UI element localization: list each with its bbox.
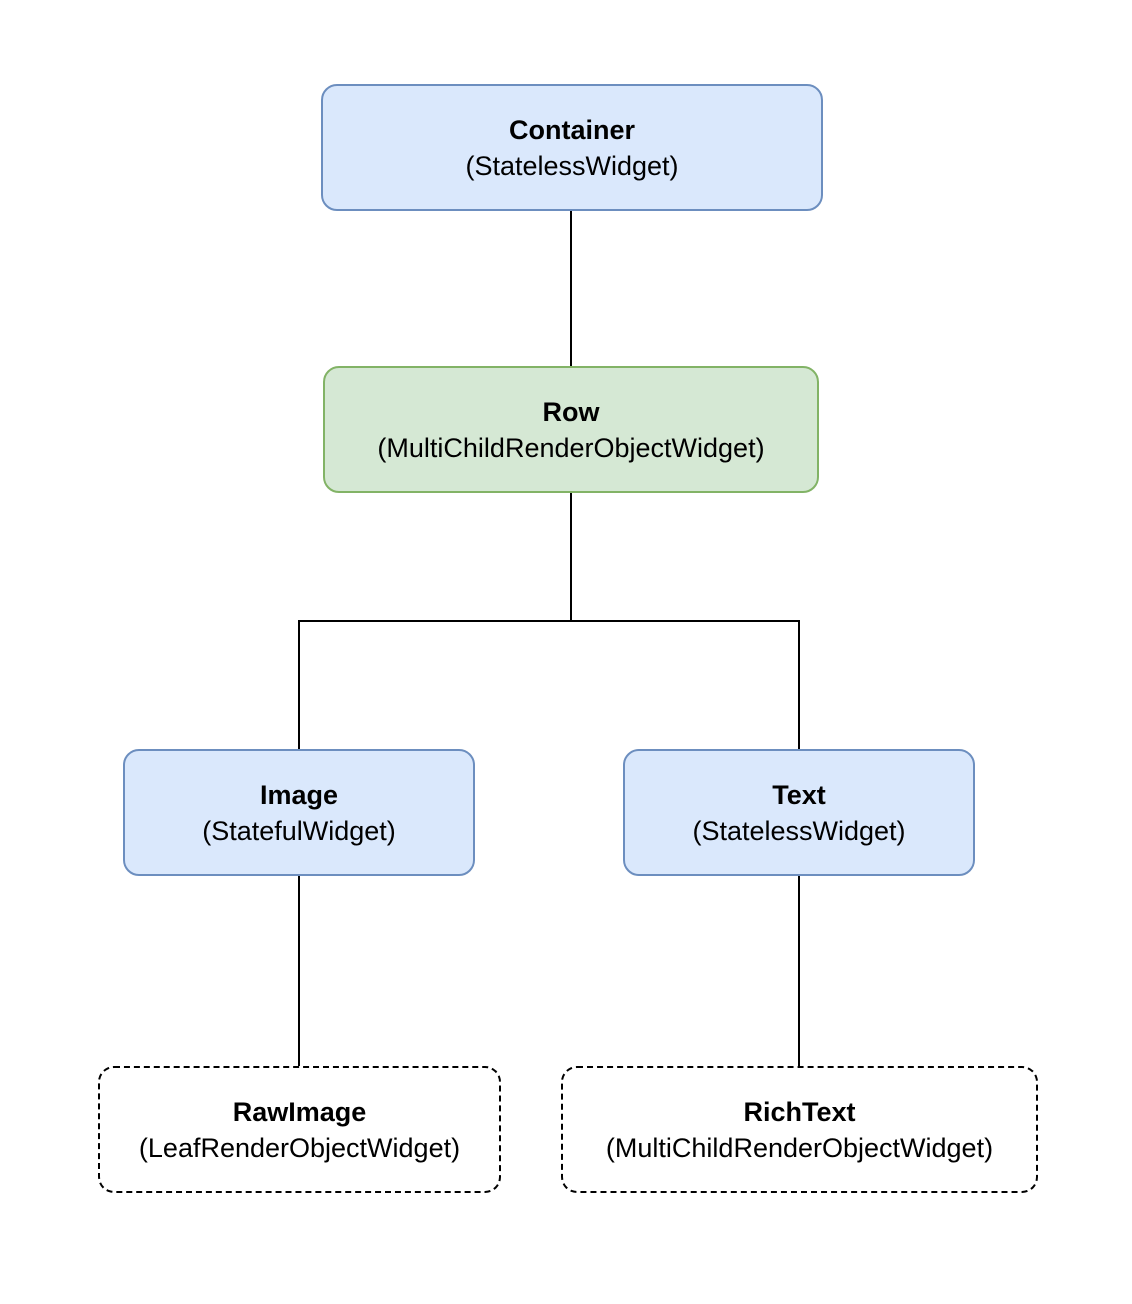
node-row-title: Row [542,396,600,427]
node-container: Container (StatelessWidget) [321,84,823,211]
node-rawimage-type: (LeafRenderObjectWidget) [138,1132,461,1163]
node-row-type: (MultiChildRenderObjectWidget) [377,432,765,463]
node-richtext: RichText (MultiChildRenderObjectWidget) [561,1066,1038,1193]
edge-row-text [571,620,800,749]
node-row: Row (MultiChildRenderObjectWidget) [323,366,819,493]
node-image-type: (StatefulWidget) [202,815,396,846]
node-image: Image (StatefulWidget) [123,749,475,876]
node-text-type: (StatelessWidget) [692,815,906,846]
node-text: Text (StatelessWidget) [623,749,975,876]
node-container-title: Container [508,114,635,145]
node-text-title: Text [772,779,826,810]
node-image-title: Image [259,779,339,810]
node-rawimage: RawImage (LeafRenderObjectWidget) [98,1066,501,1193]
node-richtext-type: (MultiChildRenderObjectWidget) [605,1132,994,1163]
node-richtext-title: RichText [743,1096,856,1127]
node-container-type: (StatelessWidget) [465,150,679,181]
edge-row-image [298,493,572,749]
node-rawimage-title: RawImage [232,1096,367,1127]
